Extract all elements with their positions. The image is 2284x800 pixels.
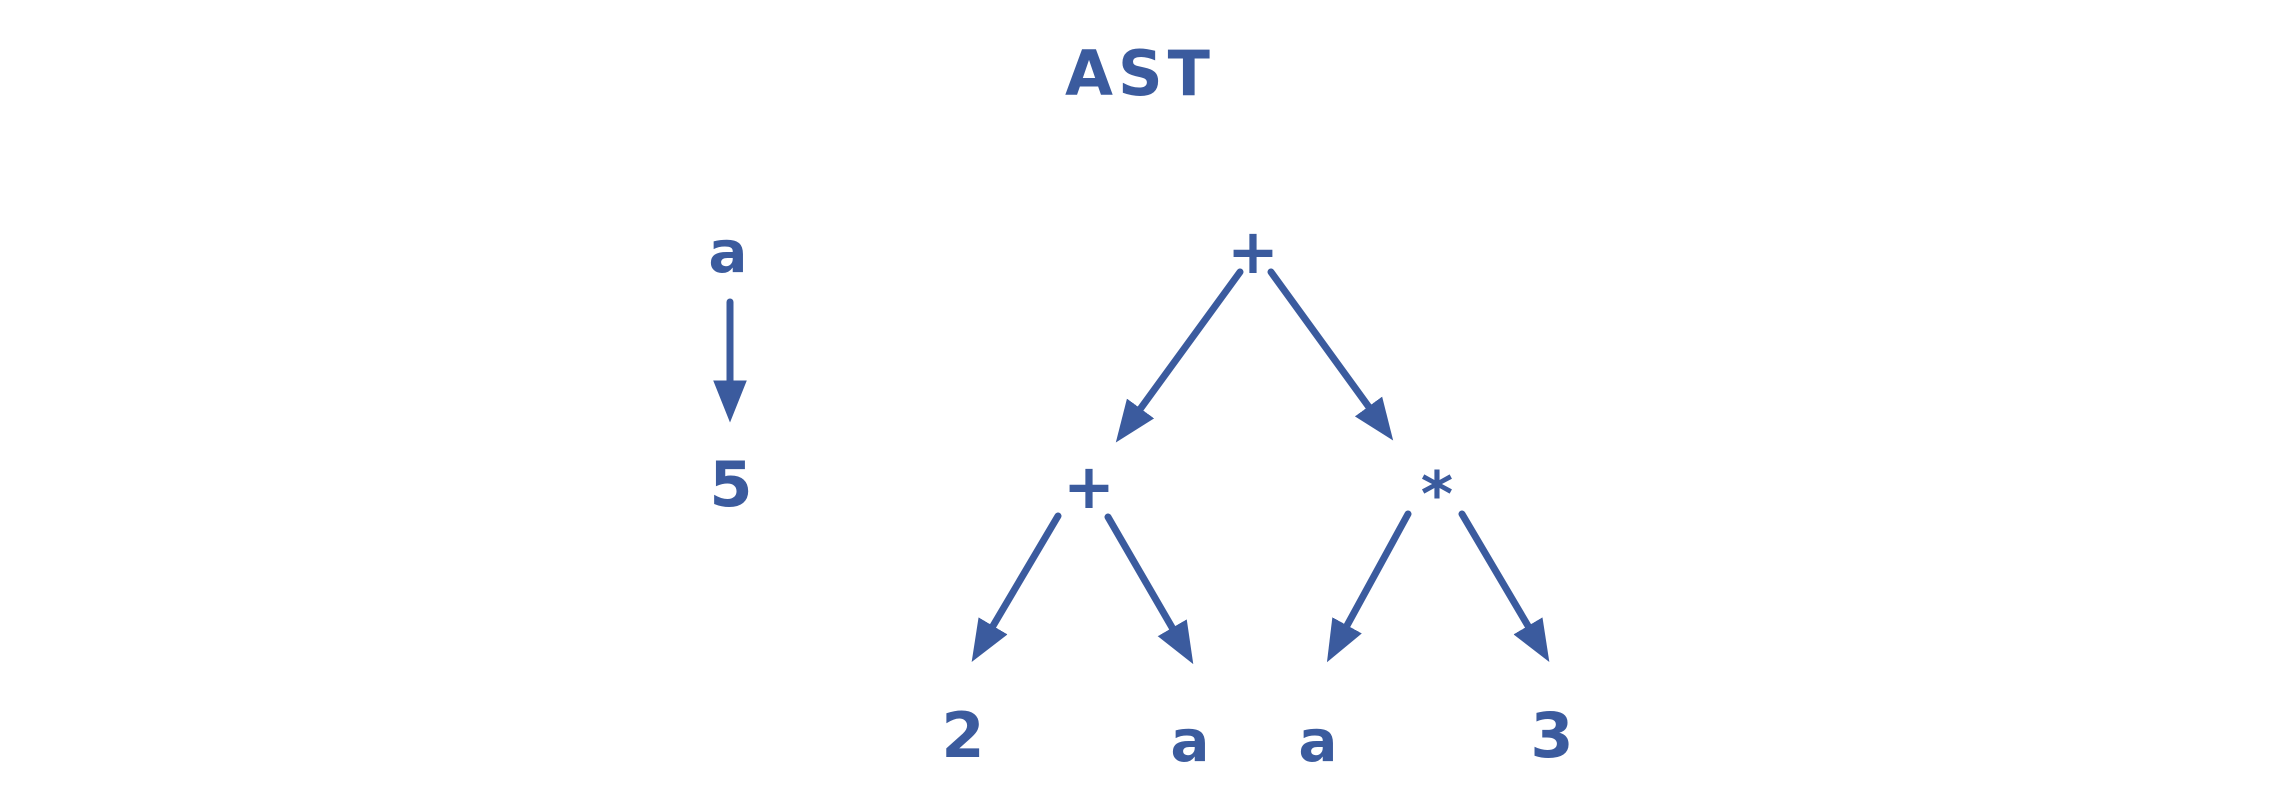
ast-left-plus-node: + [1063,450,1115,523]
edge-root-to-right-star [1267,268,1394,441]
ast-leaf-3: 3 [1530,699,1573,772]
edge-star-to-leaf-a [1326,510,1412,663]
ast-leaf-a-right: a [1298,707,1337,775]
edge-plus-to-leaf-2 [971,512,1062,663]
edge-plus-to-leaf-a [1104,513,1194,665]
edge-star-to-leaf-3 [1458,510,1550,663]
binding-variable-label: a [708,218,747,286]
edge-root-to-left-plus [1115,268,1244,443]
ast-leaf-2: 2 [941,699,984,772]
binding-value-label: 5 [709,448,752,521]
ast-root-plus-node: + [1227,215,1279,288]
ast-leaf-a-left: a [1170,707,1209,775]
diagram-title: AST [1065,37,1215,110]
ast-right-star-node: * [1421,458,1453,531]
